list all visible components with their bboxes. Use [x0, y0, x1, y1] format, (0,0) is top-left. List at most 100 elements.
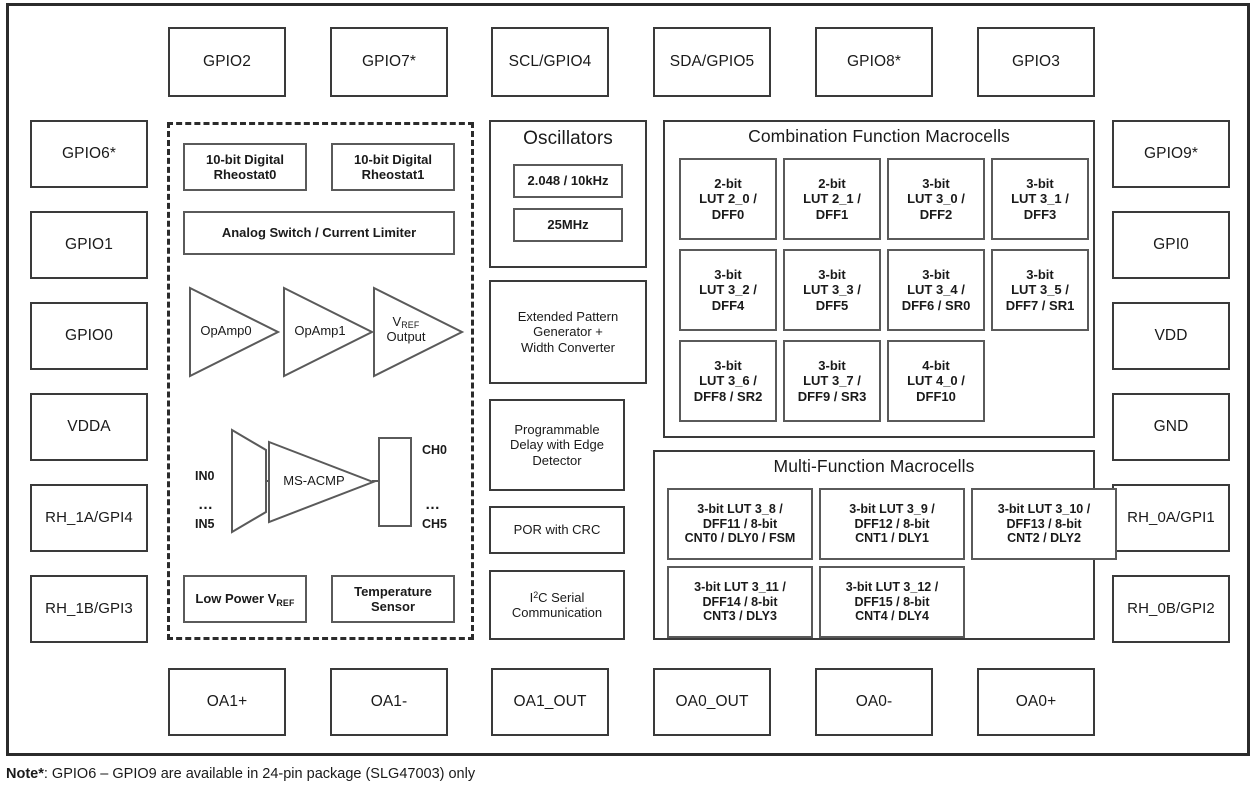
pin-label: OA0+ — [1015, 692, 1057, 710]
analog-switch-current-limiter-block[interactable]: Analog Switch / Current Limiter — [183, 211, 455, 255]
input-mux-symbol[interactable] — [228, 428, 270, 534]
delay-line3: Detector — [532, 452, 582, 468]
channel-output-bar[interactable] — [378, 437, 412, 527]
cell-line1: 3-bit — [922, 267, 950, 282]
pin-bottom-4[interactable]: OA0- — [815, 668, 933, 736]
pin-right-0[interactable]: GPIO9* — [1112, 120, 1230, 188]
pin-right-5[interactable]: RH_0B/GPI2 — [1112, 575, 1230, 643]
analog-section-boundary — [167, 122, 474, 640]
multi-cell-0[interactable]: 3-bit LUT 3_8 / DFF11 / 8-bit CNT0 / DLY… — [667, 488, 813, 560]
combination-cell-7[interactable]: 3-bit LUT 3_5 / DFF7 / SR1 — [991, 249, 1089, 331]
ms-acmp-comparator-symbol[interactable]: MS-ACMP — [267, 440, 376, 524]
digital-rheostat0-block[interactable]: 10-bit Digital Rheostat0 — [183, 143, 307, 191]
oscillator-item-0[interactable]: 2.048 / 10kHz — [513, 164, 623, 198]
cell-line1: 3-bit LUT 3_11 / — [694, 579, 786, 594]
pin-right-2[interactable]: VDD — [1112, 302, 1230, 370]
pin-left-4[interactable]: RH_1A/GPI4 — [30, 484, 148, 552]
pin-left-0[interactable]: GPIO6* — [30, 120, 148, 188]
pin-left-5[interactable]: RH_1B/GPI3 — [30, 575, 148, 643]
combination-cell-1[interactable]: 2-bit LUT 2_1 / DFF1 — [783, 158, 881, 240]
pin-label: RH_0B/GPI2 — [1127, 600, 1215, 618]
pin-label: GPIO3 — [1012, 52, 1060, 70]
cell-line2: DFF13 / 8-bit — [1006, 516, 1082, 531]
pin-bottom-5[interactable]: OA0+ — [977, 668, 1095, 736]
combination-cell-0[interactable]: 2-bit LUT 2_0 / DFF0 — [679, 158, 777, 240]
oscillators-group[interactable]: Oscillators 2.048 / 10kHz 25MHz — [489, 120, 647, 268]
combination-cell-9[interactable]: 3-bit LUT 3_7 / DFF9 / SR3 — [783, 340, 881, 422]
cell-line2: LUT 4_0 / — [907, 373, 965, 389]
pin-label: GND — [1153, 417, 1189, 435]
multi-cell-4[interactable]: 3-bit LUT 3_12 / DFF15 / 8-bit CNT4 / DL… — [819, 566, 965, 638]
cell-line2: DFF11 / 8-bit — [702, 516, 778, 531]
combination-cell-4[interactable]: 3-bit LUT 3_2 / DFF4 — [679, 249, 777, 331]
rheostat1-line1: 10-bit Digital — [353, 151, 432, 167]
pin-label: RH_1A/GPI4 — [45, 509, 133, 527]
combination-macrocells-title: Combination Function Macrocells — [748, 126, 1010, 146]
pin-top-3[interactable]: SDA/GPIO5 — [653, 27, 771, 97]
combination-cell-2[interactable]: 3-bit LUT 3_0 / DFF2 — [887, 158, 985, 240]
pin-label: VDDA — [67, 417, 111, 435]
pin-top-4[interactable]: GPIO8* — [815, 27, 933, 97]
cell-line3: DFF9 / SR3 — [797, 388, 867, 404]
epg-line3: Width Converter — [521, 339, 615, 355]
combination-cell-10[interactable]: 4-bit LUT 4_0 / DFF10 — [887, 340, 985, 422]
cell-line3: DFF7 / SR1 — [1005, 297, 1075, 313]
pin-right-3[interactable]: GND — [1112, 393, 1230, 461]
cell-line3: DFF4 — [711, 297, 745, 313]
multi-cell-2[interactable]: 3-bit LUT 3_10 / DFF13 / 8-bit CNT2 / DL… — [971, 488, 1117, 560]
cell-line2: LUT 3_5 / — [1011, 282, 1069, 298]
opamp1-symbol[interactable]: OpAmp1 — [282, 286, 375, 378]
digital-rheostat1-block[interactable]: 10-bit Digital Rheostat1 — [331, 143, 455, 191]
channel-mid-label: … — [425, 496, 440, 513]
pin-right-1[interactable]: GPI0 — [1112, 211, 1230, 279]
pin-left-3[interactable]: VDDA — [30, 393, 148, 461]
low-power-vref-label: Low Power VREF — [195, 591, 295, 608]
combination-cell-5[interactable]: 3-bit LUT 3_3 / DFF5 — [783, 249, 881, 331]
combination-cell-6[interactable]: 3-bit LUT 3_4 / DFF6 / SR0 — [887, 249, 985, 331]
cell-line2: LUT 3_7 / — [803, 373, 861, 389]
pin-label: SDA/GPIO5 — [669, 52, 755, 70]
pin-bottom-1[interactable]: OA1- — [330, 668, 448, 736]
combination-function-macrocells-group[interactable]: Combination Function Macrocells 2-bit LU… — [663, 120, 1095, 438]
pin-left-2[interactable]: GPIO0 — [30, 302, 148, 370]
multi-macrocells-title: Multi-Function Macrocells — [773, 456, 975, 476]
cell-line1: 3-bit LUT 3_9 / — [849, 501, 935, 516]
pin-label: RH_1B/GPI3 — [45, 600, 133, 618]
cell-line1: 3-bit — [818, 267, 846, 282]
multi-function-macrocells-group[interactable]: Multi-Function Macrocells 3-bit LUT 3_8 … — [653, 450, 1117, 640]
cell-line2: LUT 2_0 / — [699, 191, 757, 207]
multi-cell-3[interactable]: 3-bit LUT 3_11 / DFF14 / 8-bit CNT3 / DL… — [667, 566, 813, 638]
cell-line2: DFF12 / 8-bit — [854, 516, 930, 531]
cell-line1: 3-bit — [1026, 267, 1054, 282]
temperature-sensor-block[interactable]: Temperature Sensor — [331, 575, 455, 623]
cell-line2: LUT 3_0 / — [907, 191, 965, 207]
pin-right-4[interactable]: RH_0A/GPI1 — [1112, 484, 1230, 552]
vref-output-symbol[interactable]: VREF Output — [372, 286, 465, 378]
cell-line3: CNT0 / DLY0 / FSM — [684, 531, 796, 546]
multi-cell-1[interactable]: 3-bit LUT 3_9 / DFF12 / 8-bit CNT1 / DLY… — [819, 488, 965, 560]
pin-bottom-0[interactable]: OA1+ — [168, 668, 286, 736]
combination-cell-8[interactable]: 3-bit LUT 3_6 / DFF8 / SR2 — [679, 340, 777, 422]
pin-bottom-2[interactable]: OA1_OUT — [491, 668, 609, 736]
pin-label: GPIO2 — [203, 52, 251, 70]
i2c-serial-communication-block[interactable]: I2C Serial Communication — [489, 570, 625, 640]
cell-line1: 3-bit — [714, 267, 742, 282]
pin-top-5[interactable]: GPIO3 — [977, 27, 1095, 97]
cell-line2: DFF15 / 8-bit — [854, 594, 930, 609]
pin-bottom-3[interactable]: OA0_OUT — [653, 668, 771, 736]
programmable-delay-edge-detector-block[interactable]: Programmable Delay with Edge Detector — [489, 399, 625, 491]
oscillator-item-1[interactable]: 25MHz — [513, 208, 623, 242]
cell-line3: DFF5 — [815, 297, 849, 313]
cell-line3: DFF1 — [815, 206, 849, 222]
mux-input-top-label: IN0 — [195, 469, 215, 483]
combination-cell-3[interactable]: 3-bit LUT 3_1 / DFF3 — [991, 158, 1089, 240]
pin-top-0[interactable]: GPIO2 — [168, 27, 286, 97]
low-power-vref-block[interactable]: Low Power VREF — [183, 575, 307, 623]
pin-top-1[interactable]: GPIO7* — [330, 27, 448, 97]
pin-top-2[interactable]: SCL/GPIO4 — [491, 27, 609, 97]
opamp0-symbol[interactable]: OpAmp0 — [188, 286, 281, 378]
por-with-crc-block[interactable]: POR with CRC — [489, 506, 625, 554]
extended-pattern-generator-block[interactable]: Extended Pattern Generator + Width Conve… — [489, 280, 647, 384]
cell-line3: CNT2 / DLY2 — [1007, 531, 1081, 546]
pin-left-1[interactable]: GPIO1 — [30, 211, 148, 279]
